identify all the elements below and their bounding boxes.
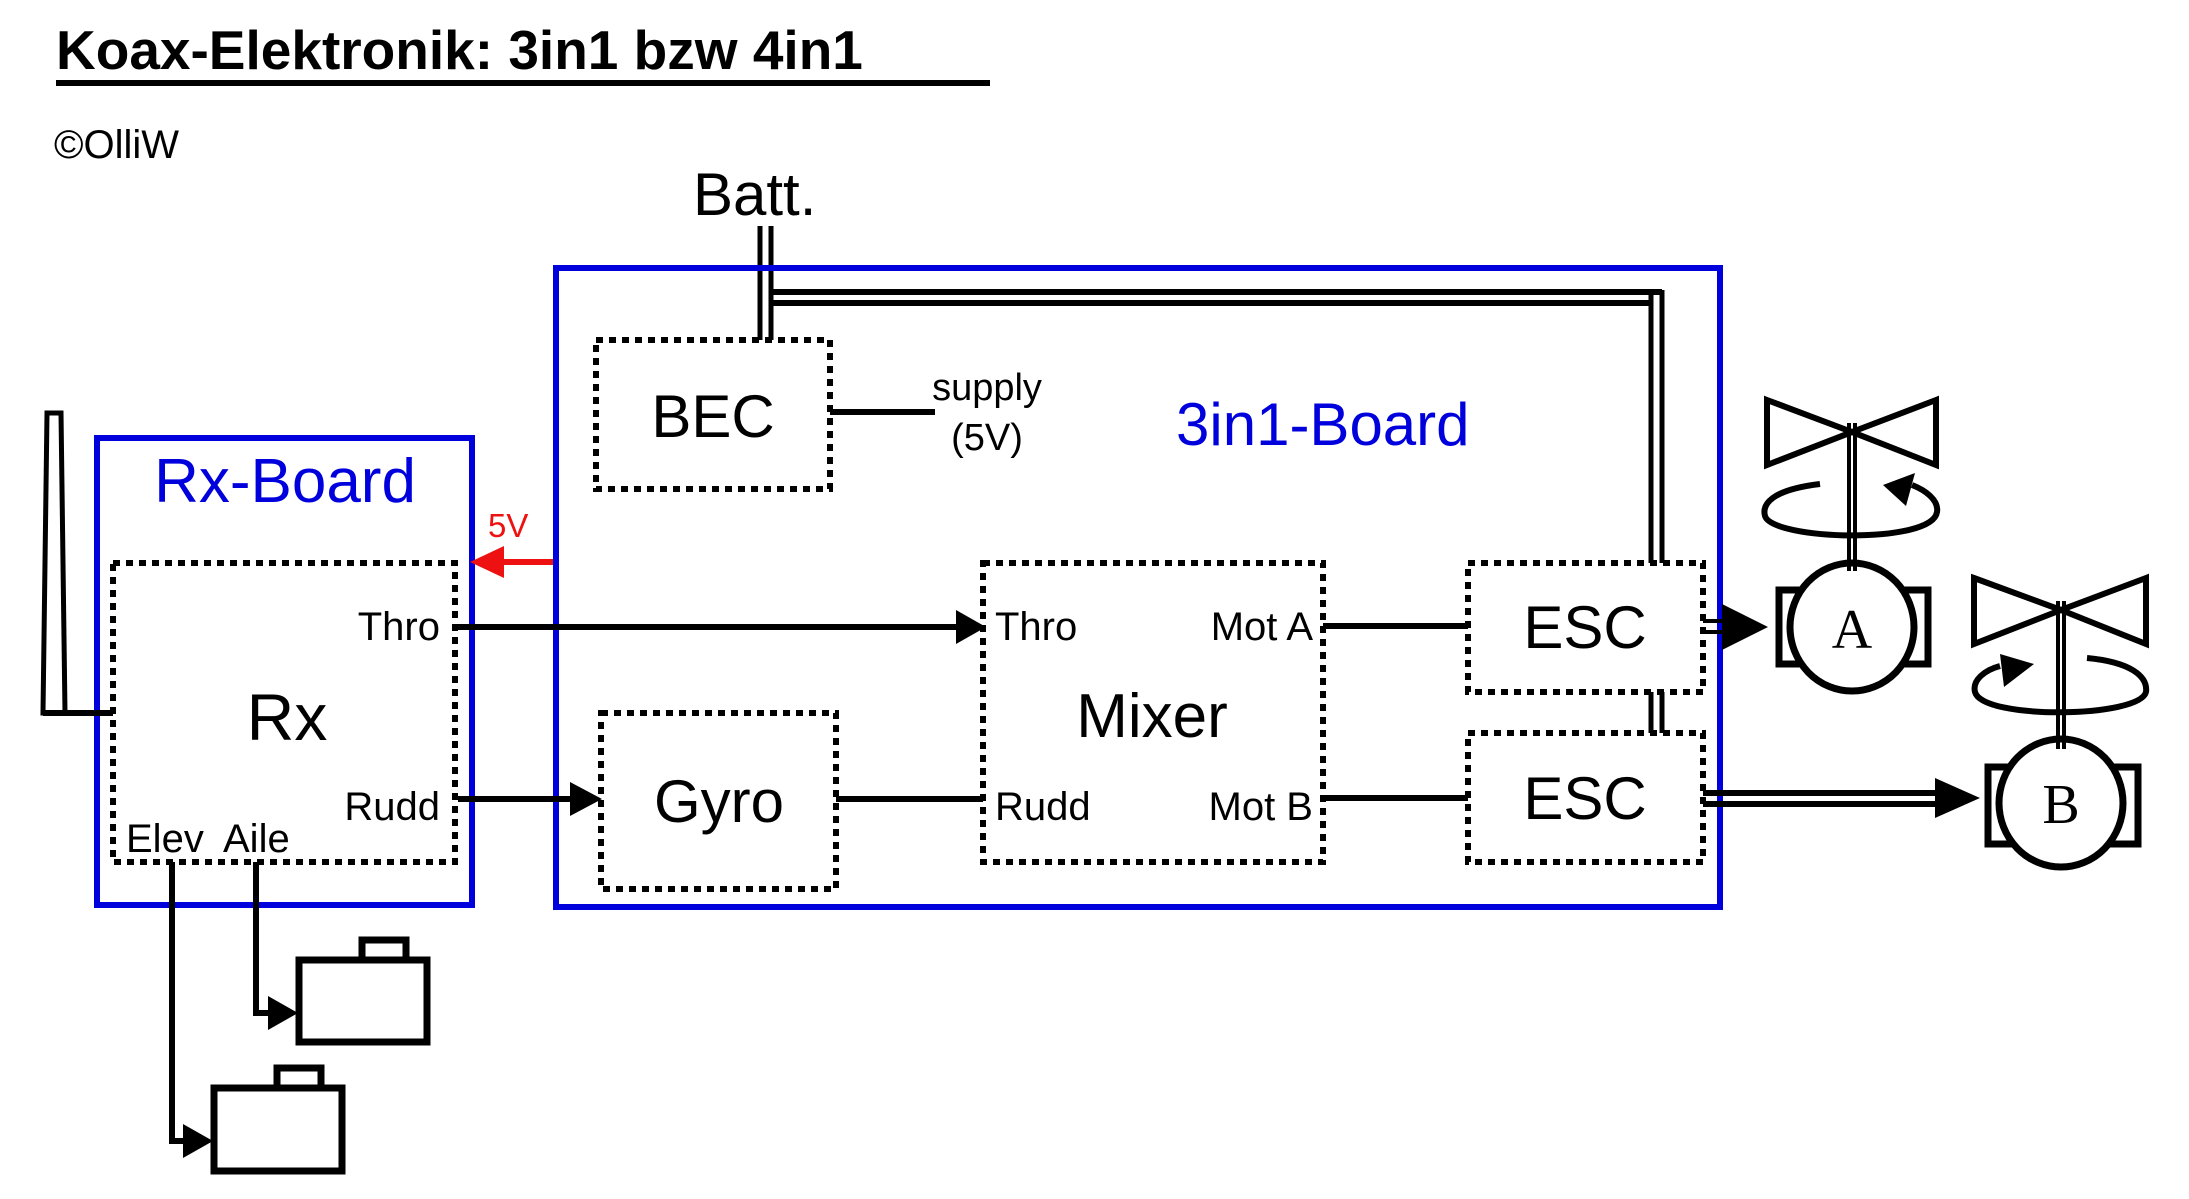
motor-a-label: A xyxy=(1832,599,1873,661)
bec-supply-voltage: (5V) xyxy=(951,417,1023,459)
bec-label: BEC xyxy=(651,383,774,450)
rx-board-label: Rx-Board xyxy=(154,447,416,516)
rx-port-elev: Elev xyxy=(126,817,204,861)
motor-b-label: B xyxy=(2042,774,2079,836)
power-5v-arrow xyxy=(470,546,555,578)
esc-b-to-motor-b-line xyxy=(1703,778,1980,818)
rotation-ccw-arrow-icon xyxy=(1761,473,1941,539)
rx-port-rudd: Rudd xyxy=(344,785,440,829)
mixer-output-mot-a: Mot A xyxy=(1211,605,1314,649)
aile-servo-line xyxy=(253,862,298,1030)
thro-signal-line xyxy=(458,610,986,644)
elev-servo-icon xyxy=(210,1064,346,1175)
esc-b-label: ESC xyxy=(1523,765,1646,832)
bec-supply-label: supply xyxy=(932,367,1042,409)
rx-port-thro: Thro xyxy=(358,605,440,649)
rx-label: Rx xyxy=(247,680,328,754)
propeller-a-icon xyxy=(1764,395,1939,571)
gyro-module xyxy=(598,710,839,892)
rx-board-outline xyxy=(94,435,475,908)
propeller-b-icon xyxy=(1971,573,2149,749)
rx-port-aile: Aile xyxy=(223,817,290,861)
board-3in1-label: 3in1-Board xyxy=(1176,391,1470,458)
rudd-signal-line xyxy=(458,782,602,816)
rx-module xyxy=(110,560,458,865)
esc-b-module xyxy=(1465,730,1706,865)
diagram-title: Koax-Elektronik: 3in1 bzw 4in1 xyxy=(56,19,863,81)
mixer-input-thro: Thro xyxy=(995,605,1077,649)
esc-a-module xyxy=(1465,560,1706,695)
mixer-label: Mixer xyxy=(1076,682,1228,751)
motor-a-icon xyxy=(1775,559,1932,695)
esc-a-to-motor-a-line xyxy=(1703,604,1768,650)
aile-servo-icon xyxy=(295,936,431,1046)
title-underline xyxy=(56,80,990,86)
power-5v-label: 5V xyxy=(488,507,528,544)
rotation-cw-arrow-icon xyxy=(1971,654,2150,716)
mixer-input-rudd: Rudd xyxy=(995,785,1091,829)
mixer-module xyxy=(980,560,1326,865)
antenna-icon xyxy=(40,410,113,716)
elev-servo-line xyxy=(169,862,213,1158)
battery-label: Batt. xyxy=(693,161,816,228)
motor-b-icon xyxy=(1984,735,2142,871)
mixer-output-mot-b: Mot B xyxy=(1209,785,1313,829)
bec-module xyxy=(593,337,833,492)
gyro-label: Gyro xyxy=(654,768,784,835)
board-3in1-outline xyxy=(553,265,1723,910)
battery-power-line xyxy=(757,226,1665,733)
copyright-label: ©OlliW xyxy=(54,123,179,167)
esc-a-label: ESC xyxy=(1523,594,1646,661)
